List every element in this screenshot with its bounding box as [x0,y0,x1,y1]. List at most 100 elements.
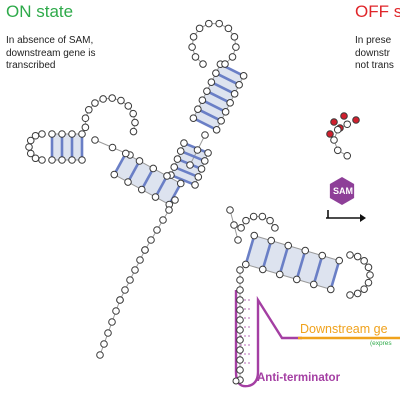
nucleotide [186,161,194,169]
nucleotide [173,155,182,163]
nucleotide [81,123,90,132]
base-pair [244,235,256,265]
nucleotide [236,296,244,304]
nucleotide [364,278,373,287]
nucleotide [346,251,354,259]
nucleotide [104,329,112,337]
nucleotide [110,170,119,179]
nucleotide [126,276,134,284]
nucleotide [232,377,240,385]
nucleotide [212,69,220,77]
nucleotide [116,296,124,304]
nucleotide [326,285,335,294]
nucleotide [48,156,56,164]
nucleotide [292,275,301,284]
nucleotide [149,164,158,173]
nucleotides [25,19,374,385]
nucleotide [250,231,259,240]
helix-shade [52,134,82,160]
nucleotide [330,136,338,144]
nucleotide [242,216,250,225]
nucleotide [176,179,185,188]
nucleotide [207,78,216,86]
nucleotide [131,118,139,127]
nucleotide [224,24,233,33]
base-pair [126,160,141,183]
nucleotide [364,263,373,272]
base-pair [210,81,236,95]
base-pair [192,117,218,131]
nucleotide [108,318,116,326]
nucleotide [188,43,196,51]
nucleotide [91,136,99,144]
nucleotide [258,212,267,221]
nucleotide [239,72,248,80]
nucleotide [215,19,223,28]
nucleotide [333,146,342,155]
base-pair [278,245,290,275]
nucleotide [137,185,146,194]
nucleotide [203,87,211,95]
nucleotide [159,216,167,224]
nucleotide [335,256,344,265]
base-pair [180,149,206,163]
nucleotide [236,366,244,374]
off-desc-line-1: In prese [355,35,392,46]
nucleotide [236,336,244,344]
nucleotide [170,163,179,171]
base-pair [206,90,231,104]
nucleotide [121,286,129,294]
nucleotide [191,53,200,61]
base-pair [170,173,196,187]
nucleotide [31,154,40,163]
base-pair [295,250,307,280]
nucleotide [38,156,46,164]
nucleotide [284,241,293,250]
nucleotide [99,95,107,103]
nucleotide [129,127,138,136]
nucleotide [353,252,362,261]
nucleotide [204,149,212,157]
nucleotide [197,165,206,173]
nucleotide [340,112,348,120]
nucleotide [360,257,368,265]
nucleotide [199,60,207,68]
nucleotide [318,251,327,260]
nucleotide [131,266,139,274]
nucleotide [330,118,338,126]
nucleotide [31,131,40,140]
nucleotide [352,116,360,124]
nucleotide [236,306,244,314]
nucleotide [96,351,104,359]
on-state-title: ON state [6,2,74,21]
sam-arrow-head [360,214,366,222]
nucleotide [236,316,244,324]
sam-label: SAM [333,186,353,196]
nucleotide [191,181,199,189]
nucleotide [235,81,243,89]
off-state-description: In prese downstr not trans [355,35,394,73]
nucleotide [153,226,161,234]
nucleotide [180,139,188,147]
nucleotide [333,125,342,134]
nucleotide [165,206,173,214]
nucleotide [163,172,171,180]
nucleotide [301,246,310,255]
on-desc-line-2: downstream gene is [6,47,96,59]
base-pair [197,108,222,122]
nucleotide [343,151,352,160]
off-desc-line-3: not trans [355,60,394,71]
nucleotide [366,271,374,279]
base-pair [154,175,169,198]
nucleotide [212,126,221,134]
nucleotide [258,265,267,274]
nucleotide [228,53,237,61]
nucleotide [129,109,137,118]
nucleotide [100,340,108,348]
nucleotide [151,193,160,201]
nucleotide [226,206,234,214]
nucleotide [176,147,185,155]
nucleotide [249,212,258,221]
nucleotide [221,108,230,116]
